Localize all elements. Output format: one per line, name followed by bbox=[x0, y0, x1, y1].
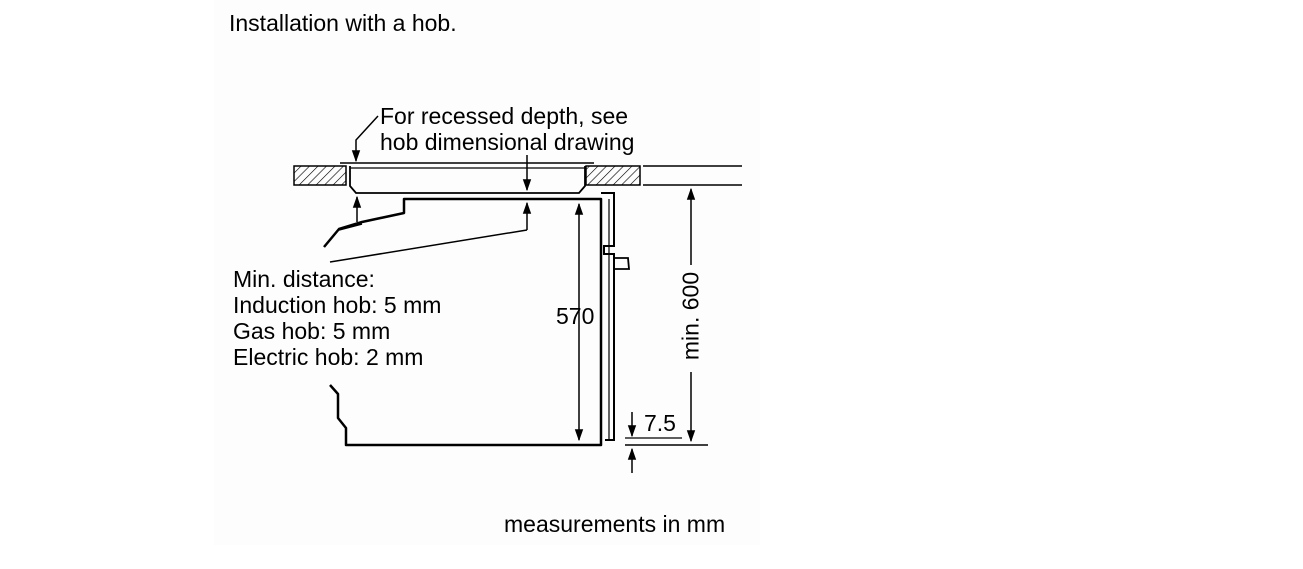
min-distance-gas: Gas hob: 5 mm bbox=[233, 318, 391, 344]
oven-lining bbox=[338, 223, 363, 231]
dimension-min-600-label: min. 600 bbox=[677, 271, 704, 361]
oven-door bbox=[601, 192, 615, 441]
dimension-570-label: 570 bbox=[556, 303, 595, 329]
min-distance-induction: Induction hob: 5 mm bbox=[233, 292, 442, 318]
hob bbox=[340, 162, 594, 194]
min-distance-leader bbox=[329, 229, 528, 263]
control-knob bbox=[614, 257, 630, 270]
recess-note-line-1: For recessed depth, see bbox=[380, 103, 629, 129]
dimension-7-5-label: 7.5 bbox=[644, 410, 676, 436]
min-distance-electric: Electric hob: 2 mm bbox=[233, 344, 424, 370]
oven-body bbox=[323, 197, 603, 447]
min-distance-heading: Min. distance: bbox=[233, 266, 375, 292]
worktop-left bbox=[293, 165, 347, 186]
worktop-right bbox=[585, 165, 641, 186]
measurements-note: measurements in mm bbox=[504, 511, 726, 537]
recess-leader bbox=[351, 115, 379, 163]
recess-note-line-2: hob dimensional drawing bbox=[380, 129, 635, 155]
page-title: Installation with a hob. bbox=[229, 10, 457, 36]
diagram-panel bbox=[214, 0, 760, 545]
